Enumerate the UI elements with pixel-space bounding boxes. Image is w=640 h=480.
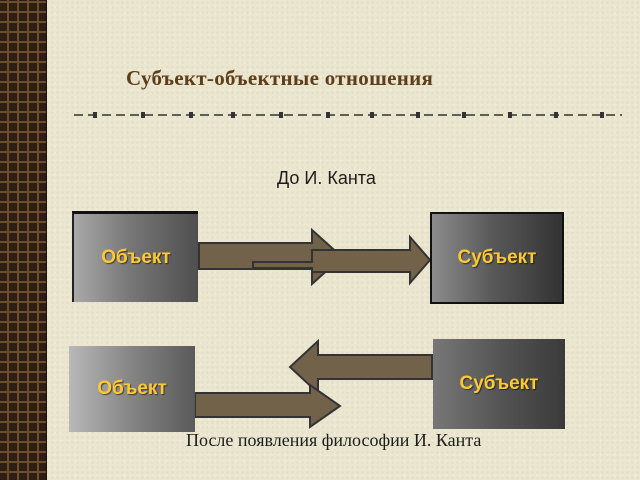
object-label: Объект (101, 247, 171, 268)
caption-after-kant: После появления философии И. Канта (186, 430, 482, 450)
slide-title: Субъект-объектные отношения (126, 66, 434, 90)
object-box-bottom: Объект (69, 346, 195, 432)
decorative-side-strip (0, 0, 47, 480)
arrow-right-bottom (194, 383, 342, 429)
object-label: Объект (97, 378, 167, 399)
subject-label: Субъект (457, 247, 537, 268)
dashed-divider (74, 112, 622, 118)
subject-box-top: Субъект (430, 212, 564, 304)
subject-label: Субъект (459, 373, 539, 394)
caption-before-kant: До И. Канта (277, 168, 376, 188)
object-box-top: Объект (72, 211, 198, 302)
arrow-right-small (252, 234, 432, 286)
arrow-left (288, 338, 433, 396)
subject-box-bottom: Субъект (433, 339, 565, 429)
